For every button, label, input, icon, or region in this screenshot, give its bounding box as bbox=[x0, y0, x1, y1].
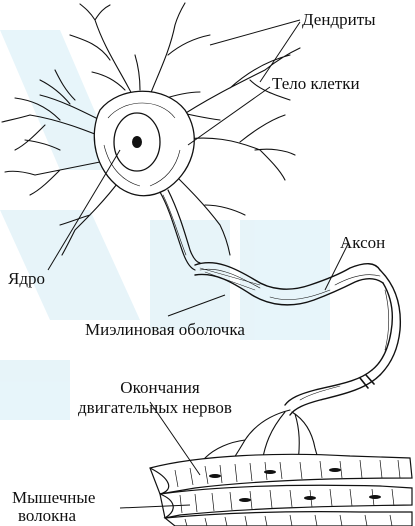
label-motor-endings-1: Окончания bbox=[70, 378, 250, 398]
label-muscle-fibers-2: волокна bbox=[18, 506, 76, 526]
label-myelin-sheath: Миэлиновая оболочка bbox=[85, 320, 245, 340]
nucleus-drawing bbox=[114, 113, 160, 171]
label-dendrites: Дендриты bbox=[302, 10, 376, 30]
label-nucleus: Ядро bbox=[8, 269, 45, 289]
label-cell-body: Тело клетки bbox=[272, 74, 360, 94]
leader-dendrites-1 bbox=[210, 20, 300, 45]
leader-dendrites-2 bbox=[260, 22, 300, 82]
label-muscle-fibers-1: Мышечные bbox=[12, 488, 95, 508]
leader-cell-body bbox=[188, 87, 270, 145]
label-axon: Аксон bbox=[340, 233, 385, 253]
label-motor-endings-2: двигательных нервов bbox=[55, 398, 255, 418]
muscle-fibers-drawing bbox=[150, 454, 412, 526]
